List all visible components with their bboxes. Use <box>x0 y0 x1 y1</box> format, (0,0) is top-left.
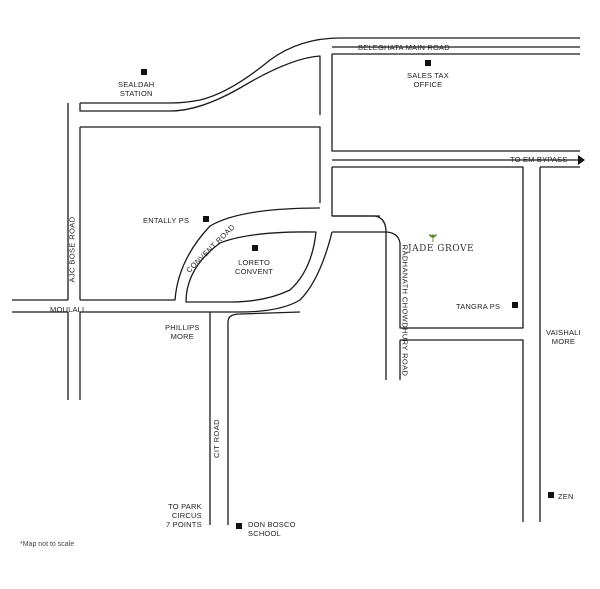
cit-road-label: CIT ROAD <box>211 419 221 458</box>
zen-label: ZEN <box>558 492 574 501</box>
block-loreto <box>185 231 317 303</box>
don-bosco-school-label: DON BOSCO SCHOOL <box>248 520 296 538</box>
don-bosco-school-marker <box>236 523 242 529</box>
sales-tax-office-marker <box>425 60 431 66</box>
jade-grove-logo: JADE GROVE <box>408 233 474 259</box>
block-north-centre <box>80 126 321 203</box>
sealdah-station-marker <box>141 69 147 75</box>
block-east-centre-top <box>331 167 380 217</box>
moulali-label: MOULALI <box>50 305 85 314</box>
loreto-convent-label: LORETO CONVENT <box>235 258 274 276</box>
block-south-east <box>400 339 524 522</box>
ajc-bose-road-label: AJC BOSE ROAD <box>67 216 77 283</box>
jade-grove-name: JADE GROVE <box>408 244 475 254</box>
entally-ps-label: ENTALLY PS <box>143 216 190 225</box>
beleghata-main-road-label: BELEGHATA MAIN ROAD <box>358 43 450 52</box>
radhanath-road-left <box>332 215 387 380</box>
phillips-more-label: PHILLIPS MORE <box>165 323 200 341</box>
radhanath-chowdhury-road-label: RADHANATH CHOWDHURY ROAD <box>400 244 410 377</box>
ajc-bose-south <box>67 312 81 400</box>
map-scale-note: *Map not to scale <box>20 541 75 548</box>
vaishali-more-label: VAISHALI MORE <box>546 328 581 346</box>
to-em-bypass-label: TO EM BYPASS <box>510 155 568 164</box>
sealdah-block <box>79 55 321 115</box>
sales-tax-block <box>331 53 580 152</box>
cit-road-right <box>227 311 301 525</box>
block-west-bottom <box>80 207 321 301</box>
zen-marker <box>548 492 554 498</box>
sealdah-station-label: SEALDAH STATION <box>118 80 155 98</box>
convent-road-inner <box>210 231 333 313</box>
loreto-convent-marker <box>252 245 258 251</box>
em-bypass-arrow-icon <box>578 155 585 165</box>
to-park-circus-label: TO PARK CIRCUS 7 POINTS <box>166 502 202 529</box>
beleghata-main-road-top <box>169 37 580 104</box>
leaf-icon <box>429 234 437 242</box>
tangra-ps-marker <box>512 302 518 308</box>
entally-ps-marker <box>203 216 209 222</box>
tangra-ps-label: TANGRA PS <box>456 302 501 311</box>
sales-tax-office-label: SALES TAX OFFICE <box>407 71 449 89</box>
